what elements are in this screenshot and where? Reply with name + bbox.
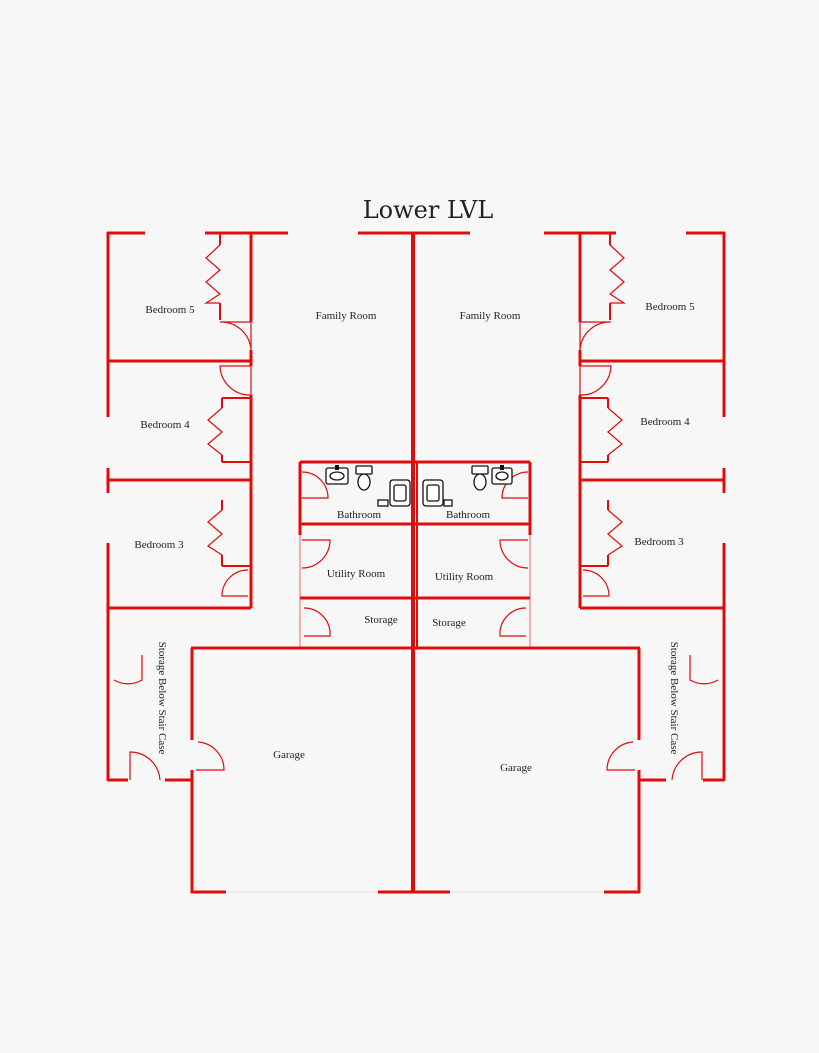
door-swing (579, 321, 612, 351)
room-label: Bathroom (337, 509, 381, 521)
sink-icon (325, 465, 349, 485)
room-label: Storage (432, 617, 466, 629)
door-swing (606, 741, 635, 771)
door-swing (499, 607, 527, 637)
door-swing (301, 471, 329, 499)
door-swing (196, 741, 225, 771)
door-swing (219, 365, 252, 396)
room-label: Bedroom 3 (634, 536, 684, 548)
room-label: Utility Room (435, 571, 494, 583)
toilet-icon (471, 465, 489, 491)
door-swing (671, 751, 703, 781)
room-label: Storage (364, 614, 398, 626)
door-swing (221, 569, 249, 597)
room-label: Bedroom 5 (645, 301, 695, 313)
door-swing (582, 569, 610, 597)
room-label: Family Room (460, 310, 521, 322)
room-label: Family Room (316, 310, 377, 322)
door-swing (689, 655, 719, 685)
door-swing (499, 539, 529, 569)
bathroom-fixtures (325, 465, 513, 507)
closet-door (203, 244, 222, 304)
room-label: Utility Room (327, 568, 386, 580)
room-label-vertical: Storage Below Stair Case (668, 642, 680, 755)
bathtub-icon (377, 479, 411, 507)
door-swing (129, 751, 161, 781)
room-label: Bedroom 4 (640, 416, 690, 428)
door-swing (303, 607, 331, 637)
bathtub-icon (422, 479, 453, 507)
room-label: Garage (500, 762, 532, 774)
room-label: Bathroom (446, 509, 490, 521)
closet-door (207, 407, 223, 456)
door-swing (579, 365, 612, 396)
room-label: Bedroom 4 (140, 419, 190, 431)
room-label: Bedroom 3 (134, 539, 184, 551)
closet-door (206, 509, 223, 556)
sink-icon (491, 465, 513, 485)
plan-title: Lower LVL (363, 196, 494, 224)
walls (106, 231, 726, 894)
door-swing (301, 539, 331, 569)
closet-door (607, 407, 623, 456)
room-label: Bedroom 5 (145, 304, 195, 316)
door-swing (113, 655, 143, 685)
room-label-vertical: Storage Below Stair Case (156, 642, 168, 755)
room-labels: Bedroom 5 Family Room Family Room Bedroo… (134, 301, 695, 774)
door-swing (219, 321, 252, 351)
closet-door (607, 509, 624, 556)
closet-door (608, 244, 627, 304)
room-label: Garage (273, 749, 305, 761)
toilet-icon (355, 465, 373, 491)
